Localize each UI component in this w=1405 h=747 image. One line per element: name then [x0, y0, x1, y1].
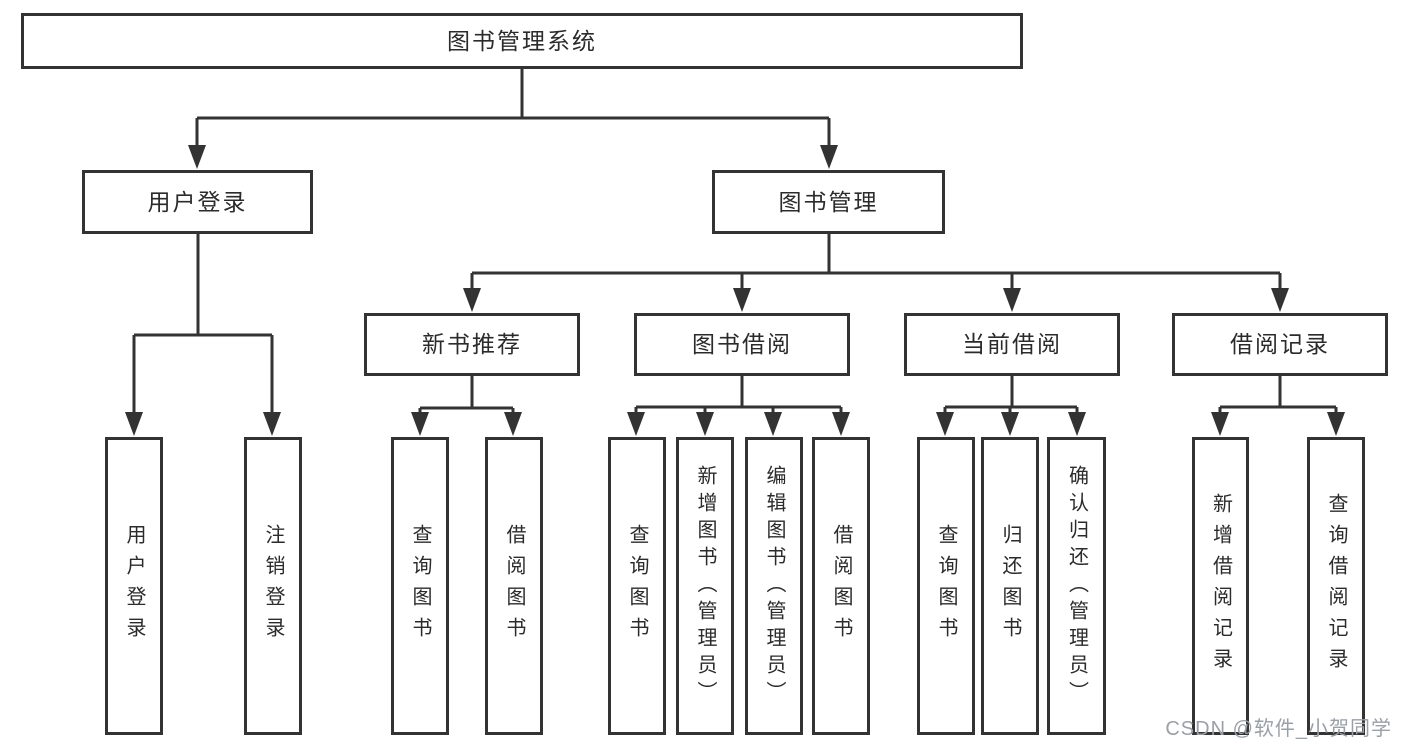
leaf-return-books: 归还图书 [981, 437, 1039, 735]
arrowhead-icons [125, 145, 1345, 436]
leaf-add-books-admin: 新增图书（管理员） [676, 437, 734, 735]
leaf-query-books-current-label: 查询图书 [935, 524, 957, 648]
leaf-borrow-books-borrow: 借阅图书 [812, 437, 870, 735]
leaf-add-borrow-record: 新增借阅记录 [1192, 437, 1249, 735]
node-current-borrow-label: 当前借阅 [962, 331, 1062, 357]
node-book-borrow: 图书借阅 [634, 313, 850, 376]
leaf-logout-label: 注销登录 [262, 524, 284, 648]
leaf-return-books-label: 归还图书 [999, 524, 1021, 648]
node-book-management: 图书管理 [712, 170, 945, 234]
node-user-login: 用户登录 [82, 170, 313, 234]
leaf-user-login-label: 用户登录 [123, 524, 145, 648]
leaf-add-borrow-record-label: 新增借阅记录 [1209, 493, 1232, 679]
leaf-query-books-recommend: 查询图书 [391, 437, 449, 735]
node-book-management-label: 图书管理 [778, 188, 879, 215]
leaf-query-books-current: 查询图书 [917, 437, 975, 735]
csdn-watermark: CSDN @软件_小贺同学 [1165, 718, 1392, 740]
leaf-confirm-return-admin: 确认归还（管理员） [1047, 437, 1106, 735]
leaf-query-books-borrow-label: 查询图书 [626, 524, 648, 648]
root-node-label: 图书管理系统 [447, 27, 597, 54]
leaf-logout: 注销登录 [244, 437, 302, 735]
node-borrow-records-label: 借阅记录 [1230, 331, 1330, 357]
leaf-query-books-recommend-label: 查询图书 [409, 524, 431, 648]
leaf-edit-books-admin: 编辑图书（管理员） [745, 437, 803, 735]
leaf-query-borrow-record: 查询借阅记录 [1307, 437, 1365, 735]
leaf-user-login: 用户登录 [105, 437, 163, 735]
node-new-book-recommend: 新书推荐 [364, 313, 580, 376]
leaf-add-books-admin-label: 新增图书（管理员） [694, 464, 716, 708]
leaf-borrow-books-recommend-label: 借阅图书 [503, 524, 525, 648]
leaf-borrow-books-borrow-label: 借阅图书 [830, 524, 852, 648]
node-user-login-label: 用户登录 [147, 188, 248, 215]
node-borrow-records: 借阅记录 [1172, 313, 1388, 376]
root-node-library-system: 图书管理系统 [21, 13, 1023, 69]
node-current-borrow: 当前借阅 [904, 313, 1120, 376]
leaf-edit-books-admin-label: 编辑图书（管理员） [763, 464, 785, 708]
leaf-confirm-return-admin-label: 确认归还（管理员） [1065, 464, 1088, 708]
leaf-query-books-borrow: 查询图书 [608, 437, 666, 735]
node-book-borrow-label: 图书借阅 [692, 331, 792, 357]
node-new-book-recommend-label: 新书推荐 [422, 331, 522, 357]
leaf-borrow-books-recommend: 借阅图书 [485, 437, 543, 735]
leaf-query-borrow-record-label: 查询借阅记录 [1325, 493, 1347, 679]
